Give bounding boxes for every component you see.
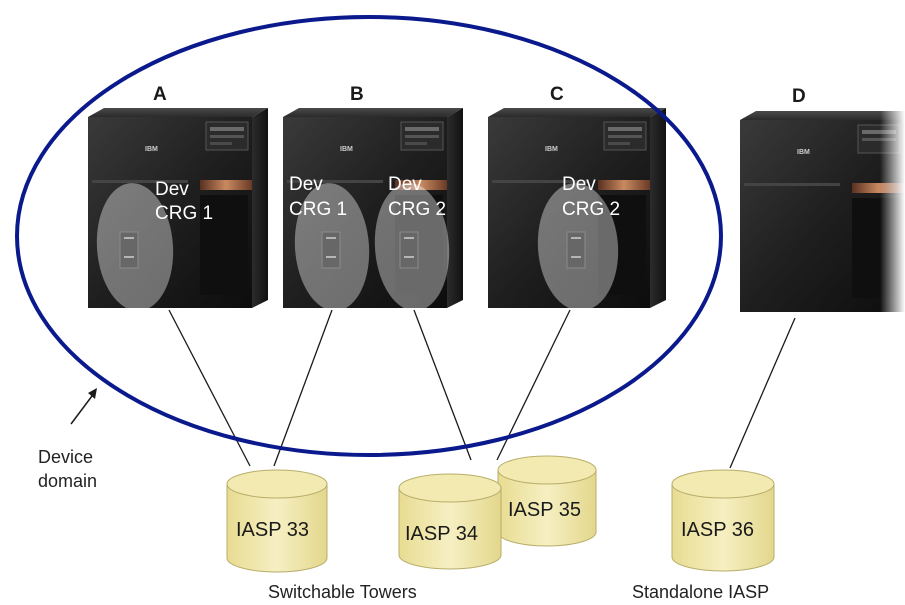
- crg-label-a-line1: Dev: [155, 179, 189, 200]
- iasp-35-cylinder: IASP 35: [497, 455, 597, 547]
- crg-label-b1-line1: Dev: [289, 174, 323, 195]
- server-label-c: C: [550, 84, 564, 105]
- ibm-logo: IBM: [340, 146, 353, 153]
- crg-label-b2-line2: CRG 2: [388, 199, 446, 220]
- device-domain-ellipse: [15, 15, 723, 457]
- ibm-logo: IBM: [797, 149, 810, 156]
- switchable-towers-caption: Switchable Towers: [268, 582, 417, 602]
- device-domain-label-line2: domain: [38, 471, 97, 491]
- device-domain-pointer: [70, 388, 97, 425]
- iasp-36-cylinder: IASP 36: [671, 469, 775, 572]
- iasp-35-label: IASP 35: [508, 499, 581, 521]
- device-domain-label-line1: Device: [38, 447, 93, 467]
- iasp-34-label: IASP 34: [405, 523, 478, 545]
- ibm-logo: IBM: [145, 146, 158, 153]
- iasp-36-label: IASP 36: [681, 519, 754, 541]
- ibm-logo: IBM: [545, 146, 558, 153]
- server-c: IBM: [488, 108, 666, 311]
- crg-label-a-line2: CRG 1: [155, 203, 213, 224]
- crg-label-c-line2: CRG 2: [562, 199, 620, 220]
- iasp-34-cylinder: IASP 34: [398, 473, 502, 570]
- server-label-d: D: [792, 86, 806, 107]
- server-label-b: B: [350, 84, 364, 105]
- iasp-33-label: IASP 33: [236, 519, 309, 541]
- crg-label-b2-line1: Dev: [388, 174, 422, 195]
- server-a: IBM: [88, 108, 268, 311]
- crg-label-b1-line2: CRG 1: [289, 199, 347, 220]
- crg-label-c-line1: Dev: [562, 174, 596, 195]
- iasp-33-cylinder: IASP 33: [226, 469, 328, 573]
- server-d: IBM: [740, 110, 905, 315]
- server-label-a: A: [153, 84, 167, 105]
- standalone-iasp-caption: Standalone IASP: [632, 582, 769, 602]
- server-b: IBM: [283, 108, 463, 311]
